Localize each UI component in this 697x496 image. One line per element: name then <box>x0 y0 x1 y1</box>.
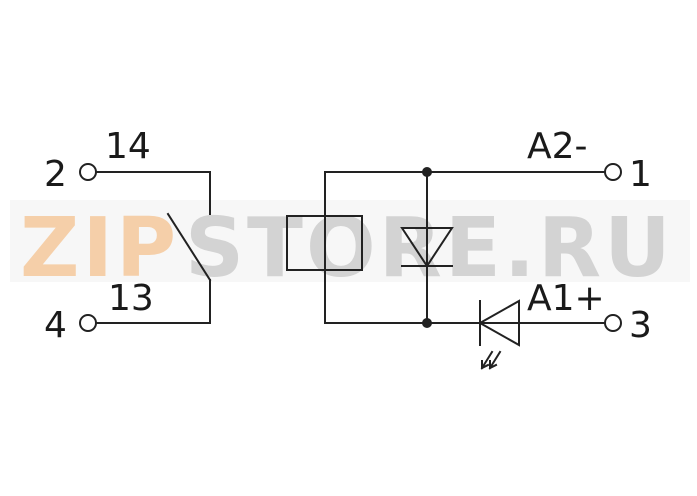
label-a1: A1+ <box>527 278 605 319</box>
led-triangle <box>477 299 520 347</box>
label-13: 13 <box>108 278 154 319</box>
led-emission-arrow-1 <box>480 350 494 370</box>
switch-contact-lever <box>166 212 212 282</box>
label-14: 14 <box>105 126 151 167</box>
led-emission-arrowhead-1 <box>481 360 490 370</box>
terminal-4 <box>79 314 97 332</box>
contact-section <box>79 163 212 332</box>
led-emission-arrowhead-2 <box>489 360 498 370</box>
label-a2: A2- <box>527 126 588 167</box>
freewheel-diode-triangle <box>400 227 454 268</box>
watermark: ZIP STORE.RU <box>10 200 690 296</box>
label-3: 3 <box>629 305 652 346</box>
junction-top <box>422 167 432 177</box>
terminal-1 <box>604 163 622 181</box>
terminal-3 <box>604 314 622 332</box>
label-1: 1 <box>629 154 652 195</box>
label-4: 4 <box>44 305 67 346</box>
led-section <box>426 299 606 370</box>
terminal-labels: 14 13 2 4 A2- A1+ 1 3 <box>44 126 652 346</box>
label-2: 2 <box>44 154 67 195</box>
terminal-2 <box>79 163 97 181</box>
watermark-band <box>10 200 690 282</box>
wire-coil-left <box>324 171 428 324</box>
right-terminals <box>604 163 622 332</box>
wire-terminal-4 <box>95 279 211 324</box>
watermark-text-zip: ZIP <box>20 201 179 296</box>
wire-terminal-2 <box>95 171 211 215</box>
led-emission-arrow-2 <box>488 350 502 370</box>
